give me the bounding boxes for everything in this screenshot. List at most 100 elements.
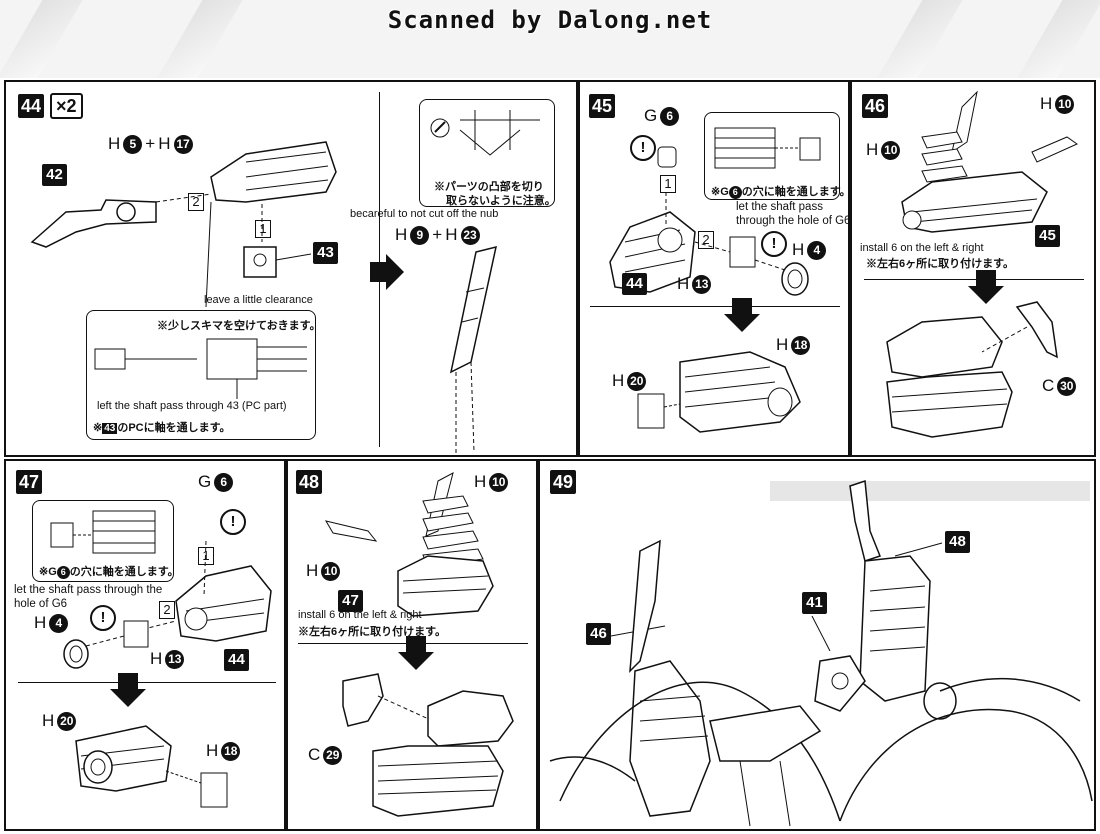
- note-nub-en: becareful to not cut off the nub: [350, 208, 499, 220]
- note-clearance-en: leave a little clearance: [204, 294, 313, 306]
- step-divider: [590, 306, 840, 307]
- note-symbol: ※: [93, 422, 103, 434]
- part-number: 6: [728, 186, 742, 199]
- header-banner: Scanned by Dalong.net: [0, 0, 1100, 78]
- runner-letter: H: [34, 613, 47, 632]
- part-label-h20: H 20: [612, 371, 647, 391]
- part-label-g6: G 6: [198, 472, 234, 492]
- runner-letter: H: [792, 240, 805, 259]
- cannon-assembly-drawing: [609, 146, 809, 296]
- part-label-h10-top: H 10: [474, 472, 509, 492]
- part-tag-44: 44: [224, 649, 249, 671]
- missile-rack-drawing: [324, 472, 494, 617]
- step-number: 45: [589, 94, 615, 118]
- part-number: 6: [660, 106, 680, 126]
- final-assembly-drawing: [549, 479, 1093, 827]
- caution-icon: !: [761, 231, 787, 257]
- part-number: 5: [123, 134, 143, 154]
- part-label-h10-left: H 10: [306, 561, 341, 581]
- step-48-panel: 48 H 10 H 10 47 install 6 on the left & …: [286, 459, 538, 831]
- part-label-h4: H 4: [792, 240, 827, 260]
- part-number: 18: [791, 335, 811, 355]
- arrow-down-icon: [724, 298, 760, 332]
- caution-icon: !: [220, 509, 246, 535]
- caution-icon: !: [630, 135, 656, 161]
- runner-letter: G: [198, 472, 212, 491]
- blade-assembly-drawing: [449, 245, 497, 455]
- runner-letter: H: [1040, 94, 1053, 113]
- part-label-h5-h17: H 5 + H 17: [108, 134, 193, 154]
- part-number: 30: [1057, 376, 1077, 396]
- cannon-result-drawing: [637, 351, 801, 433]
- note-text: の穴に軸を通します。: [69, 566, 179, 578]
- part-number: 4: [49, 613, 69, 633]
- plus-sign: +: [432, 225, 443, 244]
- part-number: 20: [57, 711, 77, 731]
- runner-letter: H: [42, 711, 55, 730]
- runner-letter: H: [677, 274, 690, 293]
- part-tag-42: 42: [42, 164, 67, 186]
- part-number: 10: [1055, 94, 1075, 114]
- detail-hole-drawing: [50, 510, 156, 554]
- note-install-en: install 6 on the left & right: [860, 242, 984, 254]
- part-number: 6: [56, 566, 70, 579]
- arrow-down-icon: [398, 636, 434, 670]
- step-46-panel: 46 H 10 H 10 45 install 6 on the left & …: [850, 80, 1096, 457]
- part-tag-46: 46: [586, 623, 611, 645]
- note-text: の穴に軸を通します。: [741, 186, 850, 198]
- caution-icon: !: [90, 605, 116, 631]
- plus-sign: +: [145, 134, 156, 153]
- step-number: 47: [16, 470, 42, 494]
- scan-credit-title: Scanned by Dalong.net: [387, 6, 713, 34]
- assembly-order-box: 1: [255, 220, 271, 238]
- part-label-h20: H 20: [42, 711, 77, 731]
- assembly-order-box: 2: [188, 193, 204, 211]
- cover-attach-drawing: [342, 673, 514, 817]
- step-44-panel: 44 ×2 H 5 + H 17 42 43 2 1 leave a littl…: [4, 80, 578, 457]
- nub-detail-drawing: [430, 110, 540, 156]
- part-label-h13: H 13: [677, 274, 712, 294]
- part-label-c29: C 29: [308, 745, 343, 765]
- note-g6-en: let the shaft pass through the hole of G…: [736, 201, 850, 227]
- part-label-c30: C 30: [1042, 376, 1077, 396]
- missile-rack-drawing: [901, 90, 1079, 233]
- note-nub-jp-1: ※パーツの凸部を切り: [434, 181, 544, 193]
- note-nub-jp-2: 取らないように注意。: [446, 195, 556, 207]
- weapon-pod-drawing: [30, 141, 337, 308]
- part-label-h10-left: H 10: [866, 140, 901, 160]
- part-number: 29: [323, 745, 343, 765]
- step-divider: [18, 682, 276, 683]
- quantity-multiplier: ×2: [50, 93, 83, 119]
- step-number: 48: [296, 470, 322, 494]
- part-number: 10: [321, 561, 341, 581]
- nub-callout: ※パーツの凸部を切り 取らないように注意。: [419, 99, 556, 207]
- part-tag-44: 44: [622, 273, 647, 295]
- runner-letter: H: [395, 225, 408, 244]
- assembly-order-box: 1: [198, 547, 214, 565]
- part-number: 9: [410, 225, 430, 245]
- note-clearance-jp: ※少しスキマを空けておきます。: [157, 320, 321, 332]
- runner-letter: H: [866, 140, 879, 159]
- step-number: 49: [550, 470, 576, 494]
- note-g6-en: let the shaft pass through the hole of G…: [14, 584, 163, 610]
- part-tag-41: 41: [802, 592, 827, 614]
- part-label-h18: H 18: [776, 335, 811, 355]
- runner-letter: H: [108, 134, 121, 153]
- part-number: 10: [881, 140, 901, 160]
- runner-letter: H: [612, 371, 625, 390]
- step-number: 46: [862, 94, 888, 118]
- cannon-assembly-drawing: [63, 540, 272, 669]
- note-shaft-en: left the shaft pass through 43 (PC part): [97, 400, 287, 412]
- note-install-en: install 6 on the left & right: [298, 609, 422, 621]
- step-number: 44: [18, 94, 44, 118]
- part-label-h10-top: H 10: [1040, 94, 1075, 114]
- runner-letter: H: [474, 472, 487, 491]
- part-number: 13: [165, 649, 185, 669]
- part-tag-43: 43: [313, 242, 338, 264]
